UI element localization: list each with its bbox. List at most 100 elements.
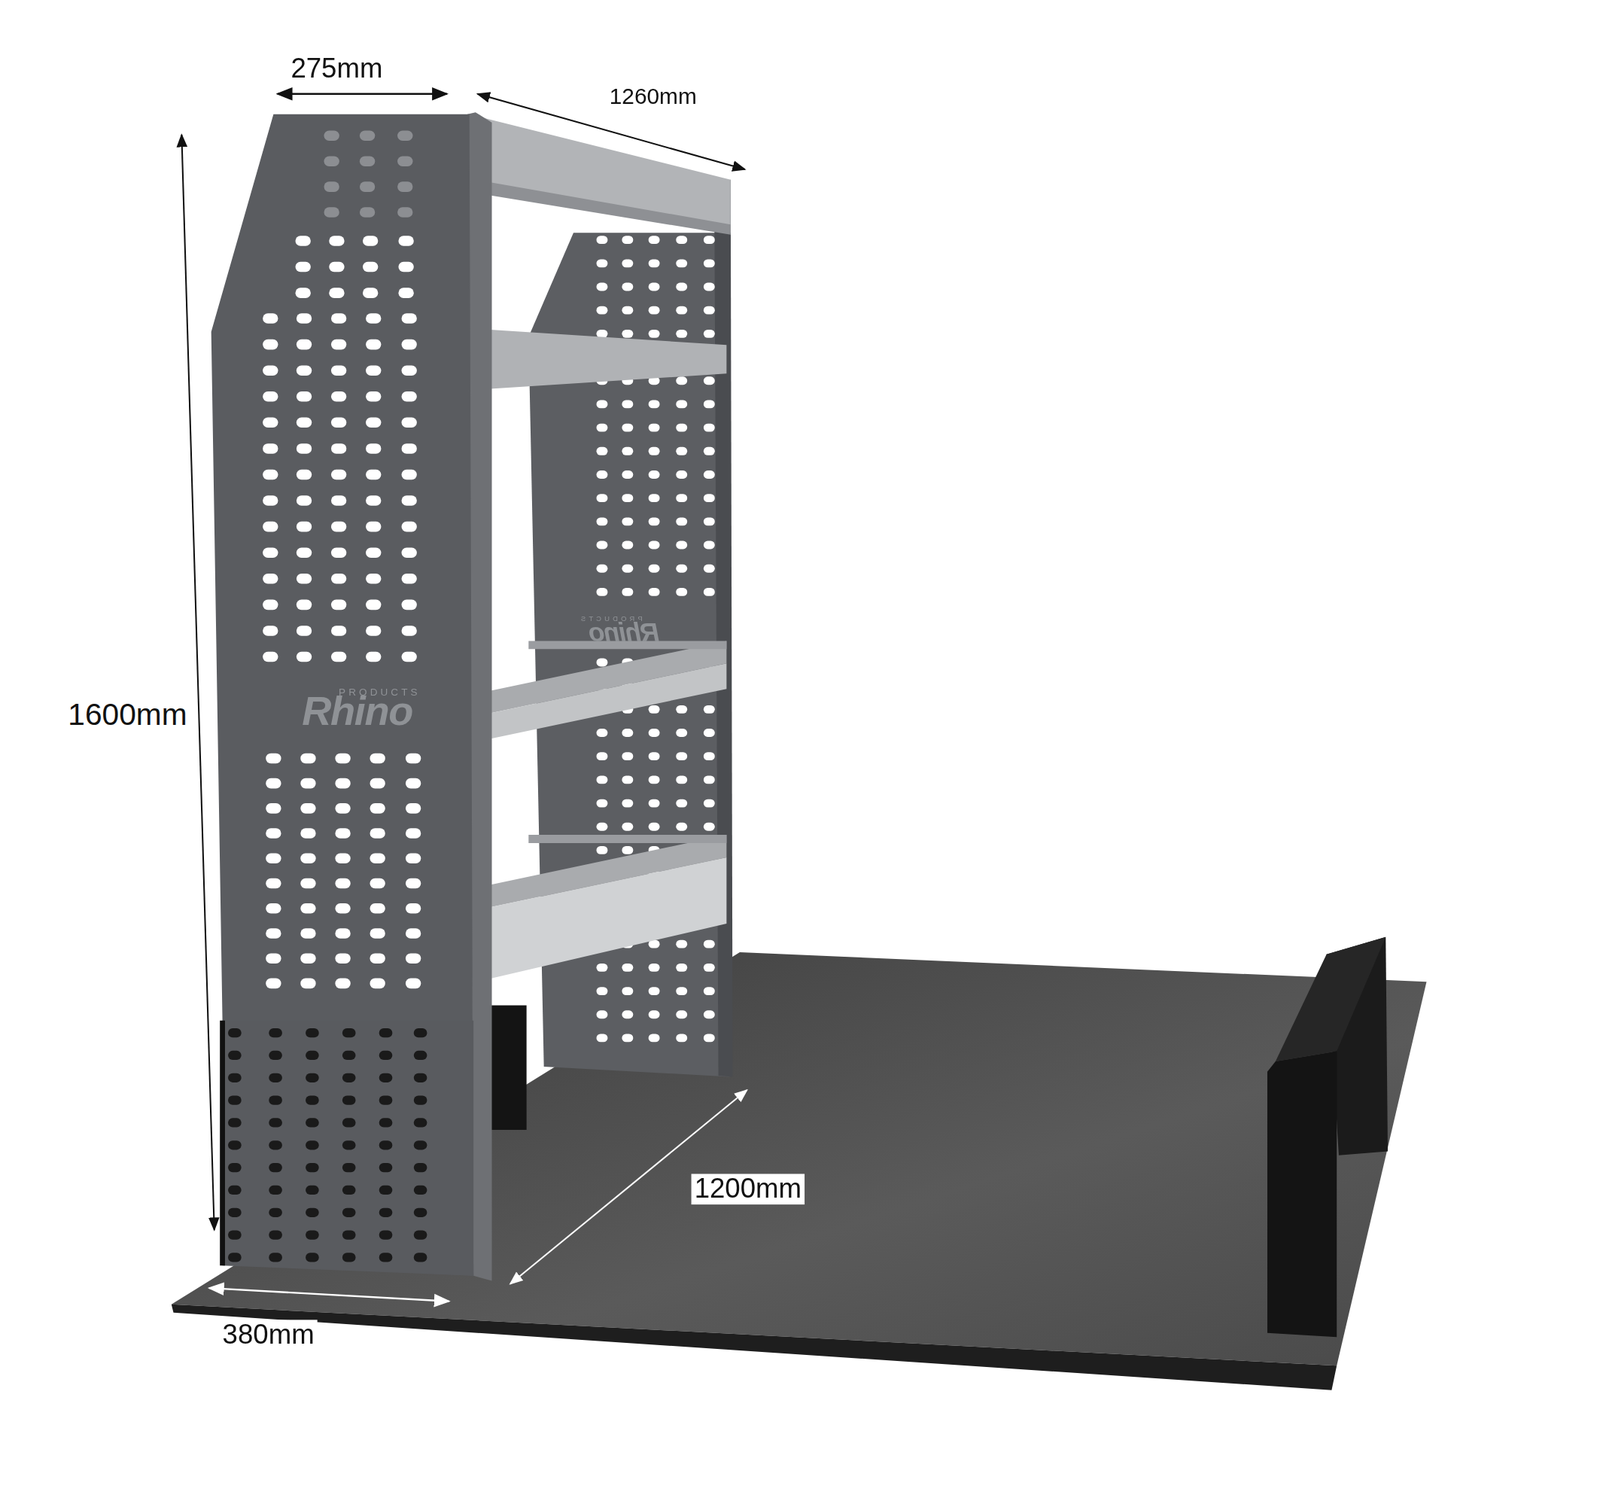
panel-hole: [268, 1162, 283, 1172]
panel-hole: [675, 939, 688, 949]
panel-hole: [703, 517, 715, 526]
panel-hole: [331, 469, 347, 481]
panel-hole: [262, 443, 278, 454]
panel-hole: [379, 1207, 393, 1217]
wheel-arch-top: [1275, 936, 1386, 1062]
panel-hole: [596, 587, 609, 597]
panel-hole: [648, 564, 661, 573]
panel-hole: [405, 827, 421, 839]
panel-hole: [398, 235, 414, 247]
panel-hole: [401, 547, 417, 558]
panel-hole: [305, 1162, 320, 1172]
panel-hole: [228, 1185, 242, 1195]
panel-hole: [621, 845, 633, 855]
panel-hole: [379, 1095, 393, 1105]
panel-hole: [296, 495, 312, 506]
panel-hole: [265, 853, 281, 864]
panel-hole: [228, 1140, 242, 1150]
panel-hole: [413, 1185, 428, 1195]
panel-hole: [675, 751, 688, 761]
panel-hole: [305, 1050, 320, 1060]
panel-hole: [365, 495, 381, 506]
panel-hole: [365, 391, 381, 402]
panel-hole: [703, 423, 715, 432]
panel-hole: [268, 1207, 283, 1217]
panel-hole: [703, 564, 715, 573]
panel-hole: [296, 365, 312, 376]
dimension-line: [277, 93, 448, 95]
panel-hole: [379, 1185, 393, 1195]
panel-hole: [596, 963, 609, 972]
panel-hole: [675, 587, 688, 597]
panel-hole: [703, 986, 715, 995]
panel-hole: [621, 728, 633, 737]
dimension-label: 275mm: [287, 54, 386, 85]
panel-hole: [268, 1073, 283, 1083]
panel-hole: [265, 903, 281, 914]
panel-hole: [365, 521, 381, 533]
panel-hole: [621, 258, 633, 268]
panel-hole: [401, 313, 417, 324]
panel-hole: [296, 573, 312, 585]
panel-hole: [268, 1230, 283, 1240]
panel-hole: [362, 261, 378, 273]
panel-hole: [296, 339, 312, 350]
panel-hole: [331, 365, 347, 376]
panel-hole: [675, 1033, 688, 1042]
panel-hole: [296, 313, 312, 324]
panel-hole: [648, 493, 661, 502]
panel-hole: [648, 986, 661, 995]
panel-hole: [648, 400, 661, 409]
panel-hole: [323, 181, 339, 192]
panel-hole: [675, 517, 688, 526]
panel-hole: [331, 339, 347, 350]
panel-hole: [648, 705, 661, 714]
panel-hole: [703, 306, 715, 315]
panel-hole: [370, 853, 386, 864]
panel-hole: [370, 778, 386, 789]
panel-holes: [228, 130, 427, 1263]
panel-hole: [379, 1252, 393, 1262]
panel-hole: [703, 376, 715, 385]
panel-hole: [379, 1073, 393, 1083]
panel-hole: [675, 400, 688, 409]
panel-hole: [305, 1252, 320, 1262]
panel-hole: [365, 469, 381, 481]
panel-hole: [703, 258, 715, 268]
panel-hole: [596, 822, 609, 831]
panel-hole: [334, 853, 350, 864]
panel-hole: [648, 799, 661, 808]
panel-hole: [296, 469, 312, 481]
panel-hole: [675, 282, 688, 292]
panel-hole: [401, 651, 417, 663]
panel-hole: [675, 470, 688, 479]
panel-hole: [370, 903, 386, 914]
panel-hole: [675, 775, 688, 784]
panel-hole: [265, 927, 281, 939]
panel-hole: [334, 803, 350, 814]
panel-hole: [413, 1140, 428, 1150]
panel-hole: [362, 287, 378, 299]
panel-hole: [703, 587, 715, 597]
panel-hole: [300, 803, 316, 814]
panel-hole: [300, 753, 316, 764]
panel-hole: [405, 803, 421, 814]
panel-hole: [405, 952, 421, 964]
panel-hole: [675, 447, 688, 456]
panel-hole: [703, 705, 715, 714]
panel-hole: [621, 963, 633, 972]
shelf-tray-back: [528, 834, 727, 843]
panel-hole: [262, 339, 278, 350]
top-rail: [469, 114, 731, 233]
panel-hole: [621, 751, 633, 761]
panel-hole: [265, 803, 281, 814]
panel-hole: [323, 155, 339, 167]
panel-hole: [675, 423, 688, 432]
panel-hole: [262, 469, 278, 481]
back-panel-edge: [714, 179, 733, 1077]
panel-hole: [596, 751, 609, 761]
panel-hole: [675, 705, 688, 714]
panel-hole: [596, 728, 609, 737]
panel-hole: [703, 822, 715, 831]
